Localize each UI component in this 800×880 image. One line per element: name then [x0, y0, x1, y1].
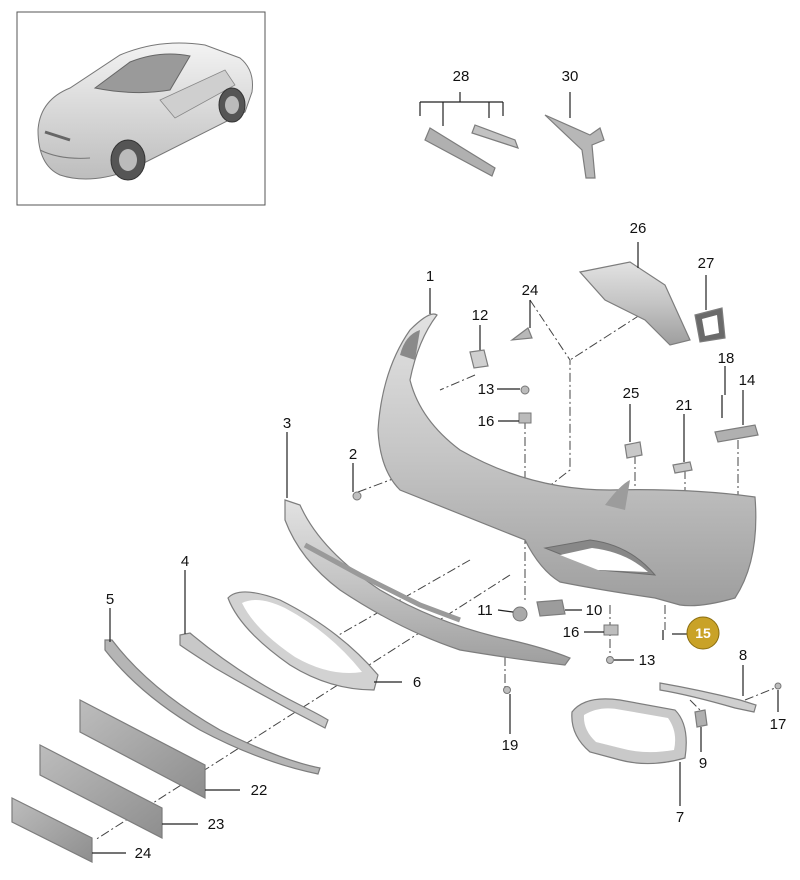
callout-30[interactable]: 30 [562, 68, 579, 85]
callout-25[interactable]: 24 [522, 282, 539, 299]
callout-15[interactable]: 15 [695, 625, 711, 641]
highlighted-callout-15[interactable]: 15 [686, 616, 720, 650]
part-24-plate [11, 797, 93, 863]
callout-27[interactable]: 26 [630, 220, 647, 237]
part-27-bracket [578, 261, 691, 346]
callout-5[interactable]: 5 [106, 591, 114, 608]
callout-21[interactable]: 21 [676, 397, 693, 414]
callout-17[interactable]: 17 [770, 716, 787, 733]
callout-2[interactable]: 2 [349, 446, 357, 463]
part-1-bumper-cover [377, 313, 757, 607]
callout-6[interactable]: 6 [413, 674, 421, 691]
callout-12[interactable]: 12 [472, 307, 489, 324]
tool-29-cartridge [424, 124, 519, 177]
car-illustration [37, 42, 253, 181]
callout-18[interactable]: 18 [718, 350, 735, 367]
part-3-carrier [284, 499, 571, 666]
callout-29[interactable]: 28 [453, 68, 470, 85]
part-22-plate [79, 699, 206, 799]
part-6-grille-frame [227, 591, 379, 691]
callout-9[interactable]: 9 [699, 755, 707, 772]
callout-22[interactable]: 22 [251, 782, 268, 799]
part-8-bracket [659, 682, 757, 713]
part-23-plate [39, 744, 163, 839]
part-7-vent-surround [571, 698, 687, 765]
callout-14[interactable]: 14 [739, 372, 756, 389]
callout-3[interactable]: 3 [283, 415, 291, 432]
callout-23[interactable]: 23 [208, 816, 225, 833]
callout-4[interactable]: 4 [181, 553, 189, 570]
callout-13-lower[interactable]: 13 [639, 652, 656, 669]
callout-16-lower[interactable]: 16 [563, 624, 580, 641]
part-9-clip [694, 709, 708, 728]
callout-19[interactable]: 19 [502, 737, 519, 754]
callout-10[interactable]: 10 [586, 602, 603, 619]
part-4-trim [179, 632, 329, 729]
vehicle-thumbnail [16, 11, 266, 206]
callout-28[interactable]: 27 [698, 255, 715, 272]
part-5-strip [104, 639, 321, 775]
leader-lines [92, 92, 779, 854]
callout-16-upper[interactable]: 16 [478, 413, 495, 430]
small-hardware [352, 327, 782, 694]
callout-1[interactable]: 1 [426, 268, 434, 285]
callout-13-upper[interactable]: 13 [478, 381, 495, 398]
tool-30-gun [544, 114, 605, 179]
callout-11[interactable]: 11 [477, 602, 493, 619]
callout-labels: 28 30 26 27 1 24 12 18 14 13 25 21 16 3 … [106, 68, 787, 862]
callout-8[interactable]: 8 [739, 647, 747, 664]
callout-26[interactable]: 25 [623, 385, 640, 402]
callout-7[interactable]: 7 [676, 809, 684, 826]
callout-24[interactable]: 24 [135, 845, 152, 862]
part-28-frame [694, 307, 726, 343]
